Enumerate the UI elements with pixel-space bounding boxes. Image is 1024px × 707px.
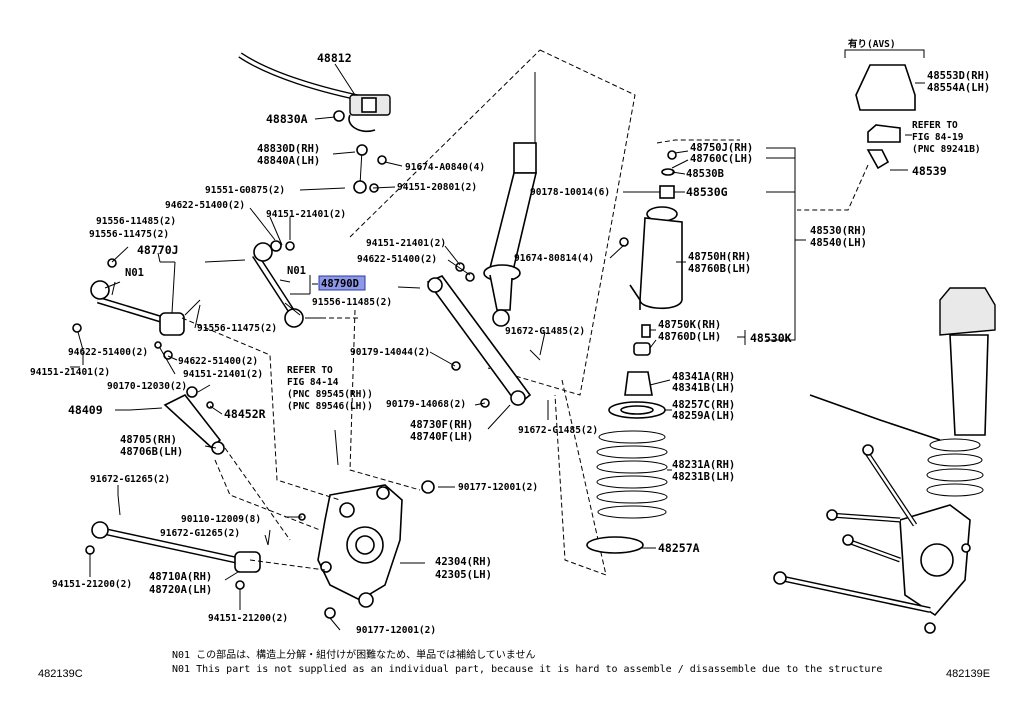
toe-link-illustration	[129, 386, 225, 455]
label-n01-b[interactable]: N01	[287, 265, 306, 277]
label-94622-51400-a[interactable]: 94622-51400(2)	[165, 200, 245, 211]
leader-lines	[70, 63, 925, 631]
label-48830a[interactable]: 48830A	[266, 112, 308, 126]
label-90110-12009[interactable]: 90110-12009(8)	[181, 514, 261, 525]
label-48231a-rh[interactable]: 48231A(RH)	[672, 459, 735, 471]
label-48750j-rh[interactable]: 48750J(RH)	[690, 142, 753, 154]
shock-absorber-illustration	[483, 72, 629, 327]
label-94151-21401-d[interactable]: 94151-21401(2)	[366, 238, 446, 249]
label-48409[interactable]: 48409	[68, 403, 103, 417]
label-91556-11485-b[interactable]: 91556-11485(2)	[312, 297, 392, 308]
reference-dashed-leaders	[656, 139, 869, 211]
label-48530k[interactable]: 48530K	[750, 331, 792, 345]
footnote-english: N01 This part is not supplied as an indi…	[172, 664, 882, 675]
label-48790d[interactable]: 48790D	[321, 278, 359, 290]
label-48341b-lh[interactable]: 48341B(LH)	[672, 382, 735, 394]
label-48530b[interactable]: 48530B	[686, 168, 724, 180]
part-labels: 48812 48830A 48830D(RH) 48840A(LH) 91674…	[30, 38, 990, 636]
knuckle-dashed-links	[181, 317, 360, 571]
label-48812[interactable]: 48812	[317, 51, 352, 65]
label-48750k-rh[interactable]: 48750K(RH)	[658, 319, 721, 331]
label-48840a[interactable]: 48840A(LH)	[257, 155, 320, 167]
label-91674-a0840[interactable]: 91674-A0840(4)	[405, 162, 485, 173]
label-94151-21401-c[interactable]: 94151-21401(2)	[183, 369, 263, 380]
label-48257c-rh[interactable]: 48257C(RH)	[672, 399, 735, 411]
label-91556-11475-b[interactable]: 91556-11475(2)	[197, 323, 277, 334]
label-90177-12001-a[interactable]: 90177-12001(2)	[458, 482, 538, 493]
label-94151-21200-a[interactable]: 94151-21200(2)	[52, 579, 132, 590]
label-91551-g0875[interactable]: 91551-G0875(2)	[205, 185, 285, 196]
label-pnc-89545[interactable]: (PNC 89545(RH))	[287, 389, 373, 400]
label-90179-14044[interactable]: 90179-14044(2)	[350, 347, 430, 358]
label-48706b-lh[interactable]: 48706B(LH)	[120, 446, 183, 458]
label-fig-84-14[interactable]: FIG 84-14	[287, 377, 339, 388]
label-94151-20801[interactable]: 94151-20801(2)	[397, 182, 477, 193]
stabilizer-bar-illustration	[238, 52, 391, 133]
assembly-view-illustration	[773, 287, 996, 634]
label-48257a[interactable]: 48257A	[658, 541, 700, 555]
label-91672-g1485-b[interactable]: 91672-G1485(2)	[518, 425, 598, 436]
label-91556-11475-a[interactable]: 91556-11475(2)	[89, 229, 169, 240]
label-90177-12001-b[interactable]: 90177-12001(2)	[356, 625, 436, 636]
label-48750h-rh[interactable]: 48750H(RH)	[688, 251, 751, 263]
highlight-48790d-box	[318, 275, 366, 291]
label-90178-10014[interactable]: 90178-10014(6)	[530, 187, 610, 198]
label-avs: 有り(AVS)	[848, 38, 896, 50]
label-42305-lh[interactable]: 42305(LH)	[435, 569, 492, 581]
label-pnc-89241b[interactable]: (PNC 89241B)	[912, 144, 981, 155]
label-48530g[interactable]: 48530G	[686, 185, 728, 199]
diagram-code-left: 482139C	[38, 668, 83, 680]
label-94622-51400-d[interactable]: 94622-51400(2)	[357, 254, 437, 265]
upper-mount-illustration	[608, 150, 683, 419]
label-48740f-lh[interactable]: 48740F(LH)	[410, 431, 473, 443]
label-94622-51400-c[interactable]: 94622-51400(2)	[178, 356, 258, 367]
diagram-code-right: 482139E	[946, 668, 990, 680]
label-91672-g1485-a[interactable]: 91672-G1485(2)	[505, 326, 585, 337]
label-42304-rh[interactable]: 42304(RH)	[435, 556, 492, 568]
label-48710a-rh[interactable]: 48710A(RH)	[149, 571, 212, 583]
label-48730f-rh[interactable]: 48730F(RH)	[410, 419, 473, 431]
lower-link-48730f-illustration	[397, 262, 549, 420]
label-48554a-lh[interactable]: 48554A(LH)	[927, 82, 990, 94]
label-48760c-lh[interactable]: 48760C(LH)	[690, 153, 753, 165]
label-94622-51400-b[interactable]: 94622-51400(2)	[68, 347, 148, 358]
label-48452r[interactable]: 48452R	[224, 407, 266, 421]
label-48760d-lh[interactable]: 48760D(LH)	[658, 331, 721, 343]
footnote-japanese: N01 この部品は、構造上分解・組付けが困難なため、単品では補給していません	[172, 648, 535, 661]
label-48231b-lh[interactable]: 48231B(LH)	[672, 471, 735, 483]
label-48540-lh[interactable]: 48540(LH)	[810, 237, 867, 249]
label-94151-21401-a[interactable]: 94151-21401(2)	[266, 209, 346, 220]
bushing-icon	[333, 110, 345, 122]
label-48259a-lh[interactable]: 48259A(LH)	[672, 410, 735, 422]
label-48553d-rh[interactable]: 48553D(RH)	[927, 70, 990, 82]
label-94151-21200-b[interactable]: 94151-21200(2)	[208, 613, 288, 624]
label-48720a-lh[interactable]: 48720A(LH)	[149, 584, 212, 596]
label-48705-rh[interactable]: 48705(RH)	[120, 434, 177, 446]
upper-arm-illustration	[204, 240, 325, 328]
label-refer-to-1[interactable]: REFER TO	[287, 365, 333, 376]
label-48539[interactable]: 48539	[912, 164, 947, 178]
label-48530-rh[interactable]: 48530(RH)	[810, 225, 867, 237]
strut-group-outline	[349, 49, 636, 576]
label-90170-12030[interactable]: 90170-12030(2)	[107, 381, 187, 392]
label-48770j[interactable]: 48770J	[137, 243, 179, 257]
label-91556-11485-a[interactable]: 91556-11485(2)	[96, 216, 176, 227]
avs-parts-illustration	[844, 49, 925, 170]
label-n01-a[interactable]: N01	[125, 267, 144, 279]
knuckle-illustration	[298, 429, 435, 619]
label-48341a-rh[interactable]: 48341A(RH)	[672, 371, 735, 383]
label-91672-g1265-b[interactable]: 91672-G1265(2)	[160, 528, 240, 539]
label-48760b-lh[interactable]: 48760B(LH)	[688, 263, 751, 275]
label-91674-80814[interactable]: 91674-80814(4)	[514, 253, 594, 264]
label-pnc-89546[interactable]: (PNC 89546(LH))	[287, 401, 373, 412]
label-48830d[interactable]: 48830D(RH)	[257, 143, 320, 155]
label-94151-21401-b[interactable]: 94151-21401(2)	[30, 367, 110, 378]
coil-spring-illustration	[586, 430, 668, 554]
label-90179-14068[interactable]: 90179-14068(2)	[386, 399, 466, 410]
label-fig-84-19[interactable]: FIG 84-19	[912, 132, 964, 143]
label-refer-to-2[interactable]: REFER TO	[912, 120, 958, 131]
label-91672-g1265-a[interactable]: 91672-G1265(2)	[90, 474, 170, 485]
